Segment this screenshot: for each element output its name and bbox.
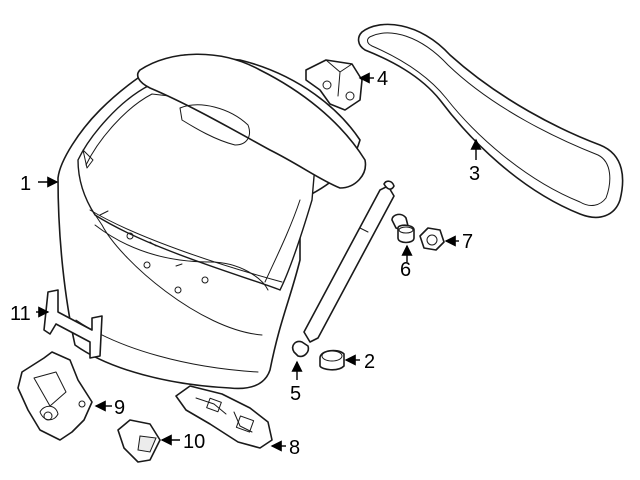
latch-cover bbox=[117, 419, 161, 463]
nut bbox=[419, 227, 445, 251]
callout-9: 9 bbox=[114, 397, 125, 419]
handle-switch bbox=[175, 385, 273, 449]
callout-2: 2 bbox=[364, 351, 375, 373]
bumper-stop bbox=[391, 213, 415, 244]
callout-6: 6 bbox=[400, 259, 411, 281]
bumper bbox=[319, 349, 345, 371]
callout-10: 10 bbox=[183, 431, 205, 453]
lift-support-strut bbox=[291, 180, 395, 358]
liftgate-panel bbox=[57, 53, 367, 390]
bracket bbox=[43, 289, 103, 359]
leader-lines bbox=[36, 72, 482, 452]
callout-8: 8 bbox=[289, 437, 300, 459]
callout-3: 3 bbox=[469, 163, 480, 185]
callout-4: 4 bbox=[377, 68, 388, 90]
spoiler bbox=[357, 23, 624, 219]
hinge bbox=[305, 59, 363, 111]
callout-11: 11 bbox=[10, 303, 31, 325]
callout-1: 1 bbox=[20, 173, 31, 195]
callout-7: 7 bbox=[462, 231, 473, 253]
latch bbox=[17, 351, 93, 441]
callout-5: 5 bbox=[290, 383, 301, 405]
